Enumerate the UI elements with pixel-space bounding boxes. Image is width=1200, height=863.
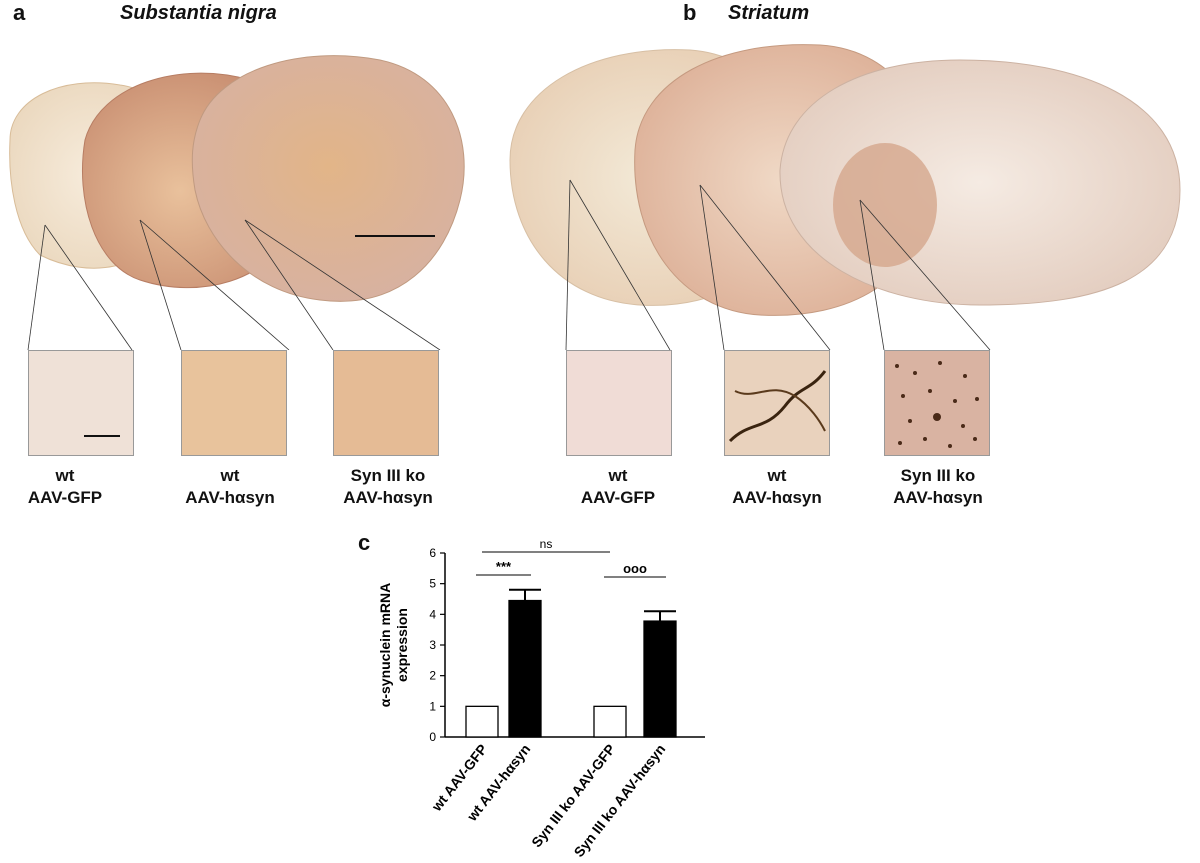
inset-b-wt-gfp: [566, 350, 672, 456]
scale-bar-inset: [84, 435, 120, 437]
caption-line: wt: [608, 466, 628, 485]
caption-line: AAV-GFP: [27, 488, 103, 507]
x-tick-label: Syn III ko AAV-hαsyn: [570, 741, 668, 860]
inset-a-syn3ko-hasyn: [333, 350, 439, 456]
panel-a-brain-sections: [9, 55, 465, 350]
y-axis-label: α-synuclein mRNAexpression: [377, 583, 410, 708]
y-axis-label-line: expression: [394, 608, 410, 682]
caption-b-2: wt AAV-hαsyn: [710, 465, 844, 509]
x-tick-label: Syn III ko AAV-GFP: [528, 741, 618, 850]
pointer-line: [569, 179, 671, 350]
y-tick-label: 2: [429, 669, 436, 683]
bar: [593, 705, 627, 738]
caption-line: AAV-hαsyn: [732, 488, 822, 507]
caption-line: Syn III ko: [350, 466, 426, 485]
caption-line: AAV-GFP: [580, 488, 656, 507]
caption-line: wt: [55, 466, 75, 485]
pointer-line: [565, 179, 571, 350]
y-tick-label: 4: [429, 607, 436, 621]
caption-line: AAV-hαsyn: [185, 488, 275, 507]
inset-a-wt-hasyn: [181, 350, 287, 456]
section-syn3ko-hasyn: [191, 55, 465, 302]
panel-b-brain-sections: [509, 44, 1181, 350]
significance-label: ooo: [623, 561, 647, 576]
fiber-staining: [728, 370, 827, 443]
panel-b-title: Striatum: [728, 2, 810, 24]
pointer-line: [44, 224, 133, 350]
bar: [643, 620, 677, 738]
caption-b-3: Syn III ko AAV-hαsyn: [868, 465, 1008, 509]
significance-label: ***: [496, 559, 512, 574]
bar: [508, 599, 542, 738]
pointer-line: [139, 219, 182, 350]
pointer-line: [699, 184, 725, 350]
caption-line: AAV-hαsyn: [343, 488, 433, 507]
caption-a-1: wt AAV-GFP: [10, 465, 120, 509]
caption-a-2: wt AAV-hαsyn: [165, 465, 295, 509]
pointer-line: [859, 199, 885, 350]
puncta-staining: [895, 361, 979, 448]
pointer-line: [244, 219, 334, 350]
y-axis-label-line: α-synuclein mRNA: [377, 583, 393, 708]
y-tick-label: 3: [429, 638, 436, 652]
significance-label: ns: [540, 537, 553, 551]
caption-line: wt: [220, 466, 240, 485]
bar: [465, 705, 499, 738]
y-tick-label: 6: [429, 546, 436, 560]
pointer-line: [699, 184, 831, 350]
pointer-line: [27, 224, 46, 350]
caption-line: wt: [767, 466, 787, 485]
panel-c-letter: c: [358, 530, 371, 555]
y-tick-label: 0: [429, 730, 436, 744]
panel-a-letter: a: [13, 0, 26, 25]
striatum-region: [833, 143, 937, 267]
y-tick-label: 5: [429, 577, 436, 591]
caption-line: AAV-hαsyn: [893, 488, 983, 507]
caption-line: Syn III ko: [900, 466, 976, 485]
bar-chart: 0 1 2 3 4 5 6 α-synuclein mRNAexpression *** ooo…: [377, 537, 705, 860]
caption-b-1: wt AAV-GFP: [555, 465, 681, 509]
inset-b-syn3ko-hasyn: [884, 350, 990, 456]
pointer-line: [139, 219, 290, 350]
pointer-line: [859, 199, 991, 350]
inset-a-wt-gfp: [28, 350, 134, 456]
panel-a-title: Substantia nigra: [120, 2, 277, 24]
caption-a-3: Syn III ko AAV-hαsyn: [318, 465, 458, 509]
pointer-line: [244, 219, 441, 350]
inset-b-wt-hasyn: [724, 350, 830, 456]
panel-b-letter: b: [683, 0, 697, 25]
y-tick-label: 1: [429, 699, 436, 713]
